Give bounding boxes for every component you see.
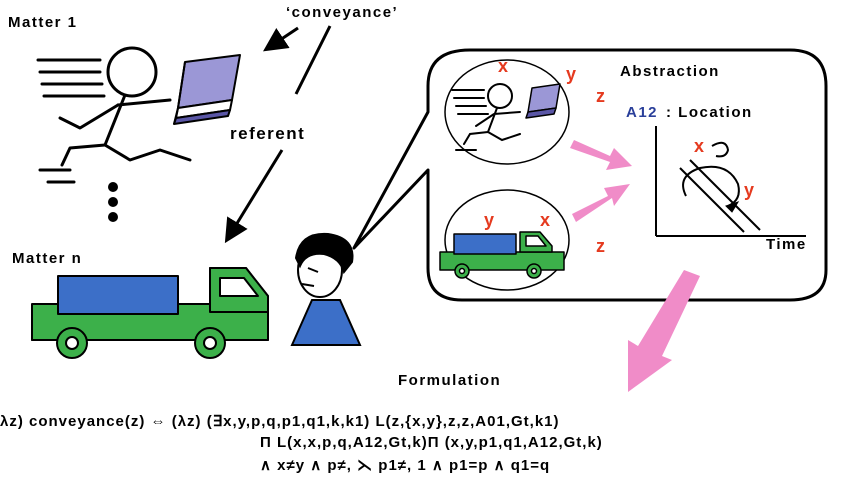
truck-x-label: x bbox=[540, 210, 552, 230]
small-runner-icon bbox=[451, 83, 521, 151]
abstraction-label: Abstraction bbox=[620, 63, 720, 80]
truck-circle bbox=[444, 189, 570, 291]
ellipsis-dots bbox=[108, 182, 118, 222]
graph-x-label: x bbox=[694, 136, 706, 156]
matter-1-label: Matter 1 bbox=[8, 14, 78, 31]
formulation-label: Formulation bbox=[398, 372, 502, 389]
small-truck-icon bbox=[439, 231, 565, 279]
runner-z-label: z bbox=[596, 86, 607, 106]
thought-bubble bbox=[352, 48, 828, 302]
conveyance-label: ‘conveyance’ bbox=[286, 4, 399, 21]
running-person-icon bbox=[36, 46, 192, 184]
truck-y-label: y bbox=[484, 210, 496, 230]
matter-n-label: Matter n bbox=[12, 250, 83, 267]
pink-arrows bbox=[570, 140, 700, 392]
runner-circle bbox=[444, 59, 570, 165]
referent-label: referent bbox=[230, 124, 306, 143]
location-code-label: A12 bbox=[626, 104, 659, 121]
graph-y-label: y bbox=[744, 180, 756, 200]
book-icon bbox=[173, 54, 241, 125]
referent-arrows bbox=[224, 25, 332, 244]
runner-y-label: y bbox=[566, 64, 578, 84]
formula-line-3: ∧ x≠y ∧ p≠, ⋋ p1≠, 1 ∧ p1=p ∧ q1=q bbox=[260, 457, 551, 474]
location-text-label: : Location bbox=[666, 104, 753, 121]
formula-line-2: Π L(x,x,p,q,A12,Gt,k)Π (x,y,p1,q1,A12,Gt… bbox=[260, 434, 603, 451]
truck-z-label: z bbox=[596, 236, 607, 256]
runner-x-label: x bbox=[498, 56, 510, 76]
truck-icon bbox=[31, 267, 269, 359]
location-time-graph bbox=[655, 126, 806, 237]
small-book-icon bbox=[525, 83, 561, 119]
time-axis-label: Time bbox=[766, 236, 807, 253]
thinking-person-icon bbox=[290, 232, 362, 346]
formula-line-1: λz) conveyance(z) ⇔ (λz) (∃x,y,p,q,p1,q1… bbox=[0, 413, 560, 430]
